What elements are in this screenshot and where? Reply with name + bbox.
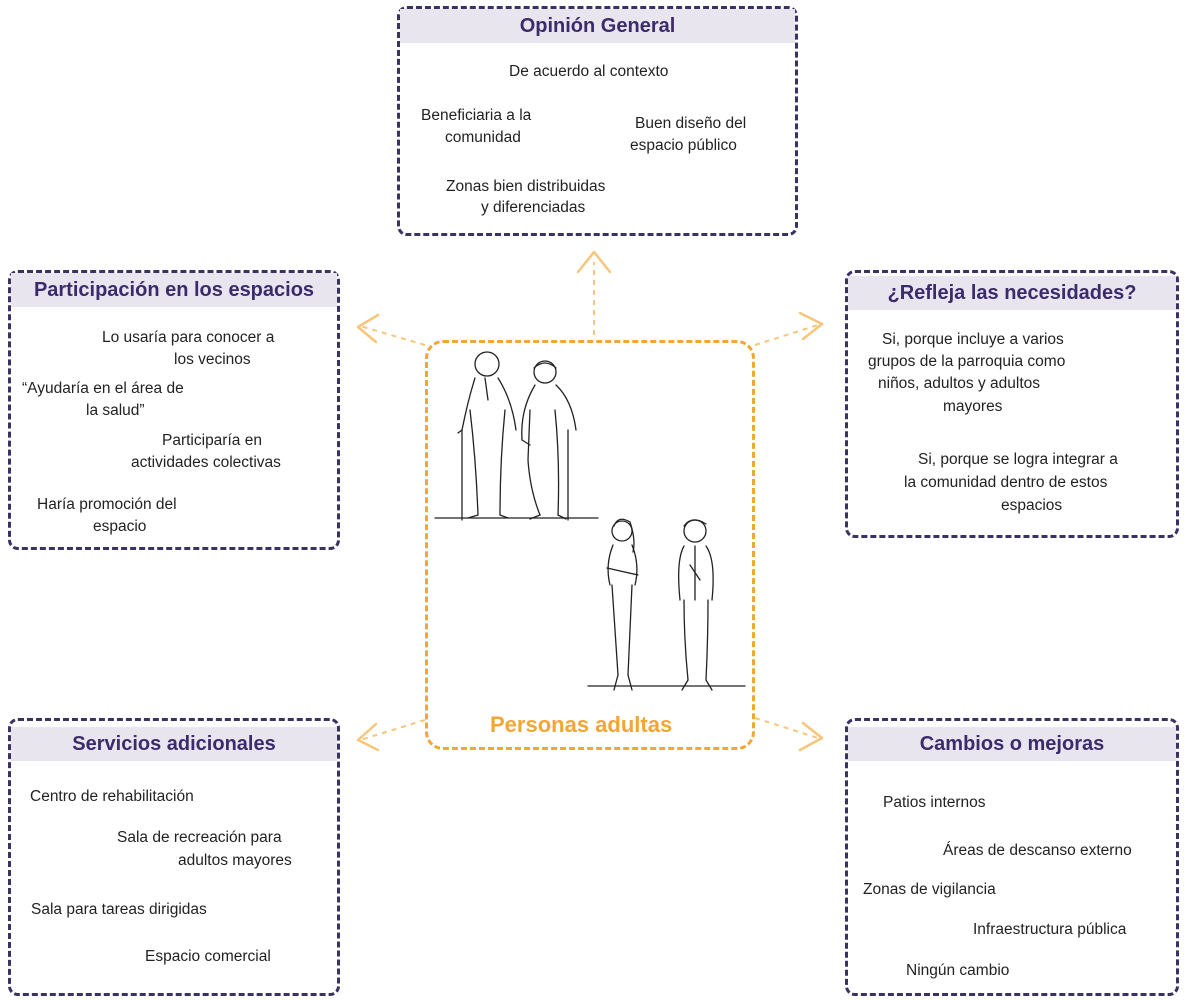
- elderly-woman-figure: [457, 351, 517, 521]
- necesidades-title: ¿Refleja las necesidades?: [848, 276, 1176, 310]
- opinion-item: Beneficiaria a la: [421, 107, 532, 124]
- cambios-item: Zonas de vigilancia: [863, 881, 996, 898]
- arrowhead-right-bottom: [798, 721, 824, 752]
- man-figure: [678, 519, 714, 691]
- opinion-item: espacio público: [630, 137, 737, 154]
- servicios-box: [8, 718, 340, 996]
- opinion-item: y diferenciadas: [481, 199, 586, 216]
- opinion-general-box: [397, 6, 798, 236]
- servicios-item: Sala de recreación para: [117, 829, 282, 846]
- servicios-item: Centro de rehabilitación: [30, 788, 194, 805]
- opinion-item: Zonas bien distribuidas: [446, 178, 606, 195]
- participacion-item: espacio: [93, 518, 147, 535]
- arrowhead-left-bottom: [356, 722, 380, 752]
- arrow-to-cambios: [754, 717, 819, 739]
- cambios-box: [845, 718, 1179, 996]
- servicios-item: Espacio comercial: [145, 948, 271, 965]
- participacion-item: Haría promoción del: [37, 496, 177, 513]
- participacion-item: Participaría en: [162, 432, 262, 449]
- necesidades-item: grupos de la parroquia como: [868, 353, 1066, 370]
- elderly-man-figure: [521, 360, 577, 521]
- arrowhead-right-top: [798, 311, 824, 341]
- necesidades-box: [845, 270, 1179, 538]
- center-box: [425, 340, 755, 750]
- opinion-item: Buen diseño del: [635, 115, 747, 132]
- opinion-item: De acuerdo al contexto: [509, 63, 669, 80]
- participacion-box: [8, 270, 340, 550]
- cambios-item: Ningún cambio: [906, 962, 1010, 979]
- participacion-item: actividades colectivas: [131, 454, 281, 471]
- necesidades-item: Si, porque incluye a varios: [882, 331, 1064, 348]
- necesidades-item: la comunidad dentro de estos: [904, 474, 1108, 491]
- necesidades-item: mayores: [943, 398, 1003, 415]
- participacion-item: Lo usaría para conocer a: [102, 329, 275, 346]
- cambios-item: Infraestructura pública: [973, 921, 1127, 938]
- arrow-to-necesidades: [754, 324, 819, 346]
- arrowhead-left-top: [356, 313, 380, 344]
- arrowhead-up: [576, 250, 612, 274]
- necesidades-item: Si, porque se logra integrar a: [918, 451, 1118, 468]
- servicios-title: Servicios adicionales: [11, 727, 337, 761]
- necesidades-item: niños, adultos y adultos: [878, 375, 1040, 392]
- arrow-to-participacion: [359, 325, 426, 346]
- participacion-item: los vecinos: [174, 351, 251, 368]
- necesidades-item: espacios: [1001, 497, 1063, 514]
- cambios-item: Patios internos: [883, 794, 986, 811]
- woman-figure: [606, 518, 639, 691]
- opinion-general-title: Opinión General: [400, 9, 795, 43]
- participacion-item: “Ayudaría en el área de: [22, 380, 184, 397]
- participacion-title: Participación en los espacios: [11, 273, 337, 307]
- cambios-title: Cambios o mejoras: [848, 727, 1176, 761]
- participacion-item: la salud”: [86, 402, 145, 419]
- servicios-item: Sala para tareas dirigidas: [31, 901, 207, 918]
- servicios-item: adultos mayores: [178, 852, 292, 869]
- opinion-item: comunidad: [445, 129, 521, 146]
- arrow-to-servicios: [359, 719, 426, 741]
- center-title: Personas adultas: [490, 712, 673, 737]
- cambios-item: Áreas de descanso externo: [943, 842, 1132, 859]
